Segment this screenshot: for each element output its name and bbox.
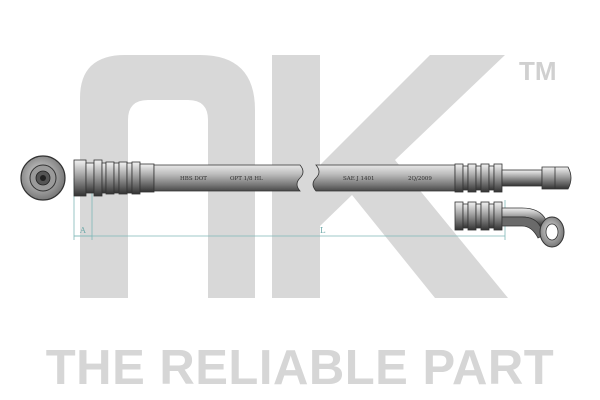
dimension-label-l: L <box>320 226 326 235</box>
brand-tagline: THE RELIABLE PART <box>45 341 555 395</box>
dimension-label-a: A <box>79 226 86 235</box>
logo-letter-n <box>80 55 255 298</box>
hose-marking-opt: OPT 1/8 HL <box>230 176 263 182</box>
trademark-symbol: TM <box>519 56 557 86</box>
hose-marking-date: 2Q/2009 <box>408 176 432 182</box>
banjo-fitting-side-view <box>454 201 565 248</box>
banjo-nut-front-view <box>20 155 66 201</box>
right-fitting <box>454 163 572 193</box>
hose-marking-sae: SAE J 1401 <box>343 176 374 182</box>
hose-marking-hbs-dot: HBS DOT <box>180 176 207 182</box>
left-fitting <box>73 159 155 197</box>
hose-tube <box>153 164 456 192</box>
